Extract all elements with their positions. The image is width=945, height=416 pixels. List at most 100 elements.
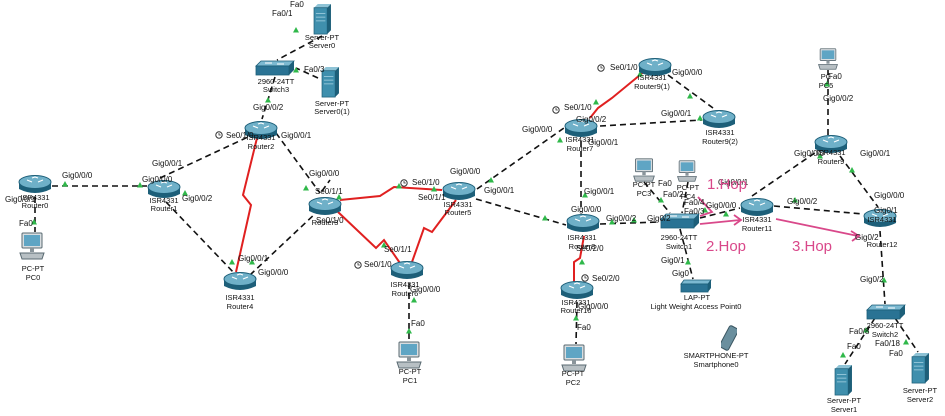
access-point-icon <box>680 279 712 293</box>
device-model: Server-PT <box>827 396 862 405</box>
router9-1[interactable]: ISR4331 Router9(1) <box>634 57 672 92</box>
switch2[interactable]: 2960-24TT Switch2 <box>866 304 906 339</box>
router0[interactable]: ISR4331 Router0 <box>18 174 52 211</box>
server0[interactable]: Server-PT Server0 <box>305 3 340 50</box>
server1[interactable]: Server-PT Server1 <box>827 364 862 414</box>
device-model: PC-PT <box>677 183 700 192</box>
switch3[interactable]: 2960-24TT Switch3 <box>255 60 295 94</box>
port-label: Fa0 <box>658 179 672 188</box>
ethernet-link <box>575 301 578 345</box>
link-light <box>265 97 271 103</box>
pc3[interactable]: PC-PT PC3 <box>633 158 656 198</box>
router6[interactable]: ISR4331 Router6 <box>390 260 424 299</box>
hop2-label: 2.Hop <box>706 238 746 255</box>
device-name: PC2 <box>566 378 581 387</box>
device-model: ISR4331 <box>390 280 419 289</box>
router8[interactable]: ISR4331 Router8 <box>566 213 600 252</box>
smartphone-icon <box>721 325 737 351</box>
port-label: Fa0/2 <box>663 190 684 199</box>
device-name: Server1 <box>831 405 857 414</box>
port-label: Fa0 <box>411 319 425 328</box>
ethernet-link <box>879 230 886 305</box>
device-model: PC-PT <box>22 264 45 273</box>
pc5[interactable]: PC PC5 <box>818 48 838 90</box>
ethernet-link <box>839 155 879 208</box>
hop1-arrow <box>697 196 714 217</box>
device-model: ISR4331 <box>561 298 590 307</box>
device-name: Router3 <box>312 218 339 227</box>
port-label: Fa0/3 <box>684 207 705 216</box>
port-label: Gig0/0/2 <box>606 214 637 223</box>
device-name: PC4 <box>681 192 696 201</box>
port-label: Gig0/0/1 <box>588 138 619 147</box>
smartphone0[interactable]: SMARTPHONE-PT Smartphone0 <box>684 325 749 369</box>
device-model: ISR4331 <box>742 215 771 224</box>
port-label: Se0/1/0 <box>564 103 592 112</box>
ethernet-link <box>295 67 319 79</box>
pc1[interactable]: PC-PT PC1 <box>396 341 422 385</box>
ethernet-link <box>249 210 319 276</box>
router11[interactable]: ISR4331 Router11 <box>740 197 774 234</box>
hop-annotations: 1.Hop 2.Hop 3.Hop <box>706 176 832 255</box>
pc4[interactable]: PC-PT PC4 <box>677 160 700 201</box>
device-model: SMARTPHONE-PT <box>684 351 749 360</box>
port-label: Fa0 <box>847 342 861 351</box>
ethernet-link <box>475 198 567 226</box>
device-model: Server-PT <box>315 99 350 108</box>
port-label: Se0/1/0 <box>226 131 254 140</box>
server0-1[interactable]: Server-PT Server0(1) <box>314 66 350 116</box>
port-label: Gig0/0/1 <box>281 131 312 140</box>
serial-link <box>337 211 403 267</box>
port-label: Gig0/0/1 <box>484 186 515 195</box>
clock-hands <box>218 133 221 136</box>
device-model: ISR4331 <box>637 73 666 82</box>
router9[interactable]: ISR4331 Router9 <box>814 134 848 167</box>
router1[interactable]: ISR4331 Router1 <box>147 179 181 214</box>
ethernet-link <box>276 35 323 61</box>
link-light <box>609 219 615 225</box>
link-light <box>881 277 887 283</box>
router10[interactable]: ISR4331 Router10 <box>560 280 594 316</box>
link-light <box>293 67 299 73</box>
access-point0[interactable]: LAP-PT Light Weight Access Point0 <box>651 279 742 311</box>
router3[interactable]: Router3 <box>308 196 342 228</box>
port-label: Gig0 <box>672 269 689 278</box>
router-icon <box>566 213 600 233</box>
device-model: ISR4331 <box>705 128 734 137</box>
link-light <box>903 339 909 345</box>
router2[interactable]: ISR4331 Router2 <box>244 120 278 152</box>
port-label: Fa0 <box>889 349 903 358</box>
ethernet-link <box>667 74 714 109</box>
device-name: PC1 <box>403 376 418 385</box>
port-label: Fa0 <box>828 72 842 81</box>
server2[interactable]: Server-PT Server2 <box>903 352 938 404</box>
port-label: Gig0/0/2 <box>576 115 607 124</box>
pc2[interactable]: PC-PT PC2 <box>561 344 587 387</box>
device-model: ISR4331 <box>567 233 596 242</box>
device-model: ISR4331 <box>149 196 178 205</box>
port-label: Gig0/0/0 <box>450 167 481 176</box>
device-name: Router4 <box>227 302 254 311</box>
switch-icon <box>255 60 295 76</box>
router-icon <box>442 181 476 201</box>
serial-link <box>573 235 585 282</box>
ethernet-link <box>275 132 321 194</box>
router5[interactable]: ISR4331 Router5 <box>442 181 476 218</box>
link-light <box>702 207 708 213</box>
link-light <box>579 259 585 265</box>
serial-link <box>339 185 443 201</box>
router7[interactable]: ISR4331 Router7 <box>564 118 598 154</box>
port-label: Gig0/0/0 <box>410 285 441 294</box>
switch1[interactable]: 2960-24TT Switch1 <box>660 213 700 251</box>
pc0[interactable]: PC-PT PC0 <box>19 232 45 282</box>
router4[interactable]: ISR4331 Router4 <box>223 271 257 312</box>
port-label: Fa0/8 <box>849 327 870 336</box>
port-label: Gig0/2 <box>647 214 671 223</box>
device-name: PC0 <box>26 273 41 282</box>
router12[interactable]: ISR4331 Router12 <box>863 208 897 250</box>
ethernet-link <box>476 127 565 190</box>
device-model: ISR4331 <box>565 135 594 144</box>
device-model: Server-PT <box>903 386 938 395</box>
port-label: Gig0/0/0 <box>309 169 340 178</box>
router9-2[interactable]: ISR4331 Router9(2) <box>702 109 738 147</box>
